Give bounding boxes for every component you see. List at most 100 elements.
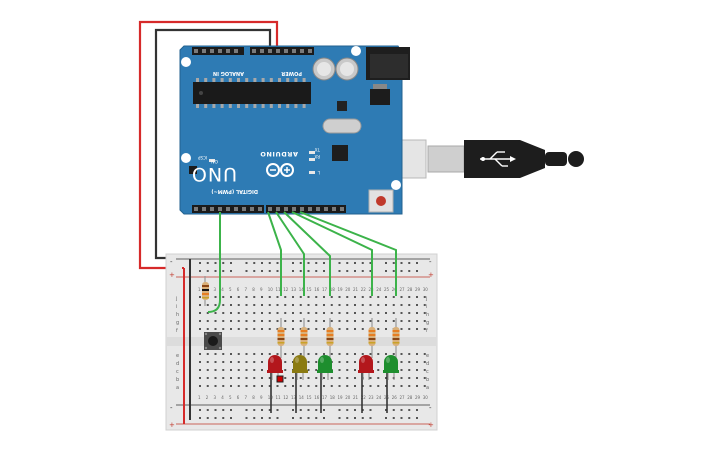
rail-hole[interactable]	[315, 262, 318, 264]
breadboard-hole[interactable]	[377, 304, 380, 306]
breadboard-hole[interactable]	[245, 320, 248, 322]
breadboard-hole[interactable]	[199, 328, 201, 330]
breadboard-hole[interactable]	[237, 369, 240, 371]
breadboard-hole[interactable]	[230, 304, 232, 306]
breadboard-hole[interactable]	[338, 385, 341, 387]
breadboard-hole[interactable]	[377, 369, 380, 371]
breadboard-hole[interactable]	[408, 320, 411, 322]
breadboard-hole[interactable]	[377, 328, 380, 330]
breadboard-hole[interactable]	[416, 377, 418, 379]
rail-hole[interactable]	[369, 270, 372, 272]
rail-hole[interactable]	[385, 262, 387, 264]
led[interactable]	[383, 355, 399, 380]
led[interactable]	[267, 355, 283, 380]
rail-hole[interactable]	[392, 262, 395, 264]
breadboard-hole[interactable]	[330, 296, 333, 298]
breadboard-hole[interactable]	[237, 312, 240, 314]
pulldown-resistor[interactable]	[202, 276, 209, 306]
breadboard-hole[interactable]	[299, 296, 302, 298]
breadboard-hole[interactable]	[369, 320, 372, 322]
rail-hole[interactable]	[307, 262, 310, 264]
breadboard-hole[interactable]	[299, 320, 302, 322]
breadboard-hole[interactable]	[237, 320, 240, 322]
breadboard-hole[interactable]	[385, 328, 387, 330]
rail-hole[interactable]	[245, 270, 248, 272]
breadboard-hole[interactable]	[237, 353, 240, 355]
breadboard-hole[interactable]	[416, 385, 418, 387]
breadboard-hole[interactable]	[346, 385, 349, 387]
breadboard-hole[interactable]	[323, 296, 325, 298]
rail-hole[interactable]	[354, 270, 356, 272]
breadboard-hole[interactable]	[214, 353, 217, 355]
breadboard-hole[interactable]	[315, 361, 318, 363]
led-resistor[interactable]	[368, 318, 376, 358]
breadboard-hole[interactable]	[214, 296, 217, 298]
breadboard-hole[interactable]	[214, 320, 217, 322]
breadboard-hole[interactable]	[253, 385, 256, 387]
breadboard-hole[interactable]	[237, 296, 240, 298]
rail-hole[interactable]	[261, 409, 263, 411]
breadboard-hole[interactable]	[361, 296, 364, 298]
breadboard-hole[interactable]	[408, 385, 411, 387]
button-wire[interactable]	[207, 212, 221, 313]
breadboard-hole[interactable]	[400, 385, 403, 387]
led-resistor[interactable]	[300, 318, 308, 358]
breadboard-hole[interactable]	[214, 361, 217, 363]
breadboard-hole[interactable]	[423, 328, 426, 330]
digital-header-low[interactable]	[266, 205, 346, 213]
breadboard-hole[interactable]	[245, 385, 248, 387]
breadboard-hole[interactable]	[206, 312, 209, 314]
rail-hole[interactable]	[222, 409, 225, 411]
rail-hole[interactable]	[214, 417, 217, 419]
led[interactable]	[317, 355, 333, 380]
rail-hole[interactable]	[361, 417, 364, 419]
rail-hole[interactable]	[253, 270, 256, 272]
breadboard-hole[interactable]	[292, 377, 294, 379]
rail-hole[interactable]	[369, 409, 372, 411]
breadboard-hole[interactable]	[354, 320, 356, 322]
rail-hole[interactable]	[416, 262, 418, 264]
breadboard-hole[interactable]	[361, 353, 364, 355]
breadboard-hole[interactable]	[361, 312, 364, 314]
breadboard-hole[interactable]	[307, 353, 310, 355]
breadboard-hole[interactable]	[199, 361, 201, 363]
rail-hole[interactable]	[338, 417, 341, 419]
breadboard-hole[interactable]	[206, 304, 209, 306]
breadboard-hole[interactable]	[261, 320, 263, 322]
ground-wire[interactable]	[154, 28, 272, 260]
rail-hole[interactable]	[361, 262, 364, 264]
breadboard-hole[interactable]	[206, 361, 209, 363]
breadboard-hole[interactable]	[284, 377, 287, 379]
rail-hole[interactable]	[346, 262, 349, 264]
breadboard-hole[interactable]	[392, 312, 395, 314]
breadboard-hole[interactable]	[346, 312, 349, 314]
breadboard-hole[interactable]	[408, 353, 411, 355]
rail-hole[interactable]	[354, 409, 356, 411]
rail-hole[interactable]	[323, 270, 325, 272]
breadboard-hole[interactable]	[369, 296, 372, 298]
breadboard-hole[interactable]	[222, 320, 225, 322]
rail-hole[interactable]	[400, 417, 403, 419]
rail-hole[interactable]	[230, 270, 232, 272]
power-wire[interactable]	[138, 20, 279, 270]
breadboard-hole[interactable]	[408, 296, 411, 298]
breadboard-hole[interactable]	[346, 369, 349, 371]
breadboard-hole[interactable]	[230, 385, 232, 387]
breadboard-hole[interactable]	[338, 320, 341, 322]
breadboard-hole[interactable]	[423, 361, 426, 363]
rail-hole[interactable]	[338, 262, 341, 264]
breadboard-hole[interactable]	[284, 312, 287, 314]
breadboard-hole[interactable]	[253, 361, 256, 363]
breadboard-hole[interactable]	[199, 312, 201, 314]
led-resistor[interactable]	[277, 318, 285, 358]
breadboard-hole[interactable]	[400, 320, 403, 322]
breadboard-hole[interactable]	[400, 304, 403, 306]
rail-hole[interactable]	[307, 270, 310, 272]
breadboard-hole[interactable]	[268, 320, 271, 322]
breadboard-hole[interactable]	[261, 304, 263, 306]
rail-hole[interactable]	[268, 270, 271, 272]
rail-hole[interactable]	[385, 417, 387, 419]
breadboard-hole[interactable]	[323, 385, 325, 387]
breadboard-hole[interactable]	[214, 369, 217, 371]
breadboard-hole[interactable]	[237, 377, 240, 379]
